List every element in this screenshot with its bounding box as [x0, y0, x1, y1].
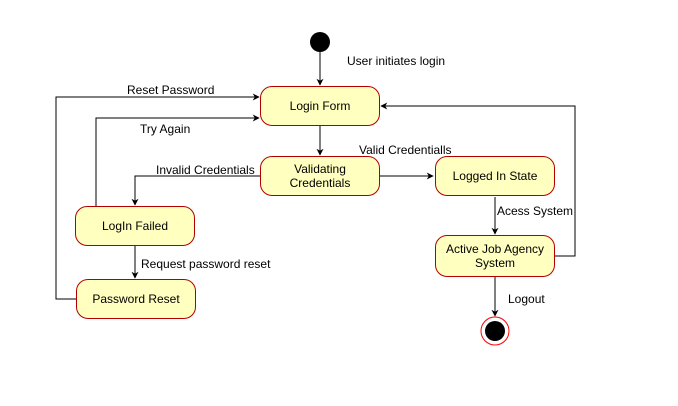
initial-label: User initiates login — [347, 54, 446, 68]
state-login-failed: LogIn Failed — [75, 206, 195, 246]
label-valid-credentials: Valid Credentialls — [359, 143, 452, 157]
edge-password-reset-to-login-form — [55, 93, 260, 300]
label-logout: Logout — [508, 292, 545, 306]
edge-validating-to-login-failed — [131, 175, 260, 206]
label-access-system: Acess System — [497, 204, 574, 218]
label-invalid-credentials: Invalid Credentials — [156, 163, 255, 177]
initial-node — [310, 32, 330, 52]
edge-login-failed-to-login-form — [95, 114, 260, 206]
state-validating-credentials-label: Validating Credentials — [289, 162, 351, 190]
state-password-reset: Password Reset — [76, 279, 196, 319]
state-logged-in-label: Logged In State — [452, 169, 538, 183]
state-login-form: Login Form — [260, 86, 380, 126]
label-reset-password: Reset Password — [127, 83, 215, 97]
state-login-failed-label: LogIn Failed — [101, 219, 169, 233]
state-active-system: Active Job Agency System — [435, 235, 555, 277]
label-try-again: Try Again — [140, 122, 191, 136]
state-login-form-label: Login Form — [289, 99, 351, 113]
final-node — [480, 316, 510, 346]
state-validating-credentials: Validating Credentials — [260, 156, 380, 196]
label-request-reset: Request password reset — [141, 257, 271, 271]
state-password-reset-label: Password Reset — [92, 292, 180, 306]
state-active-system-label: Active Job Agency System — [445, 242, 545, 270]
state-logged-in: Logged In State — [435, 156, 555, 196]
edge-active-system-to-login-form — [380, 102, 576, 257]
